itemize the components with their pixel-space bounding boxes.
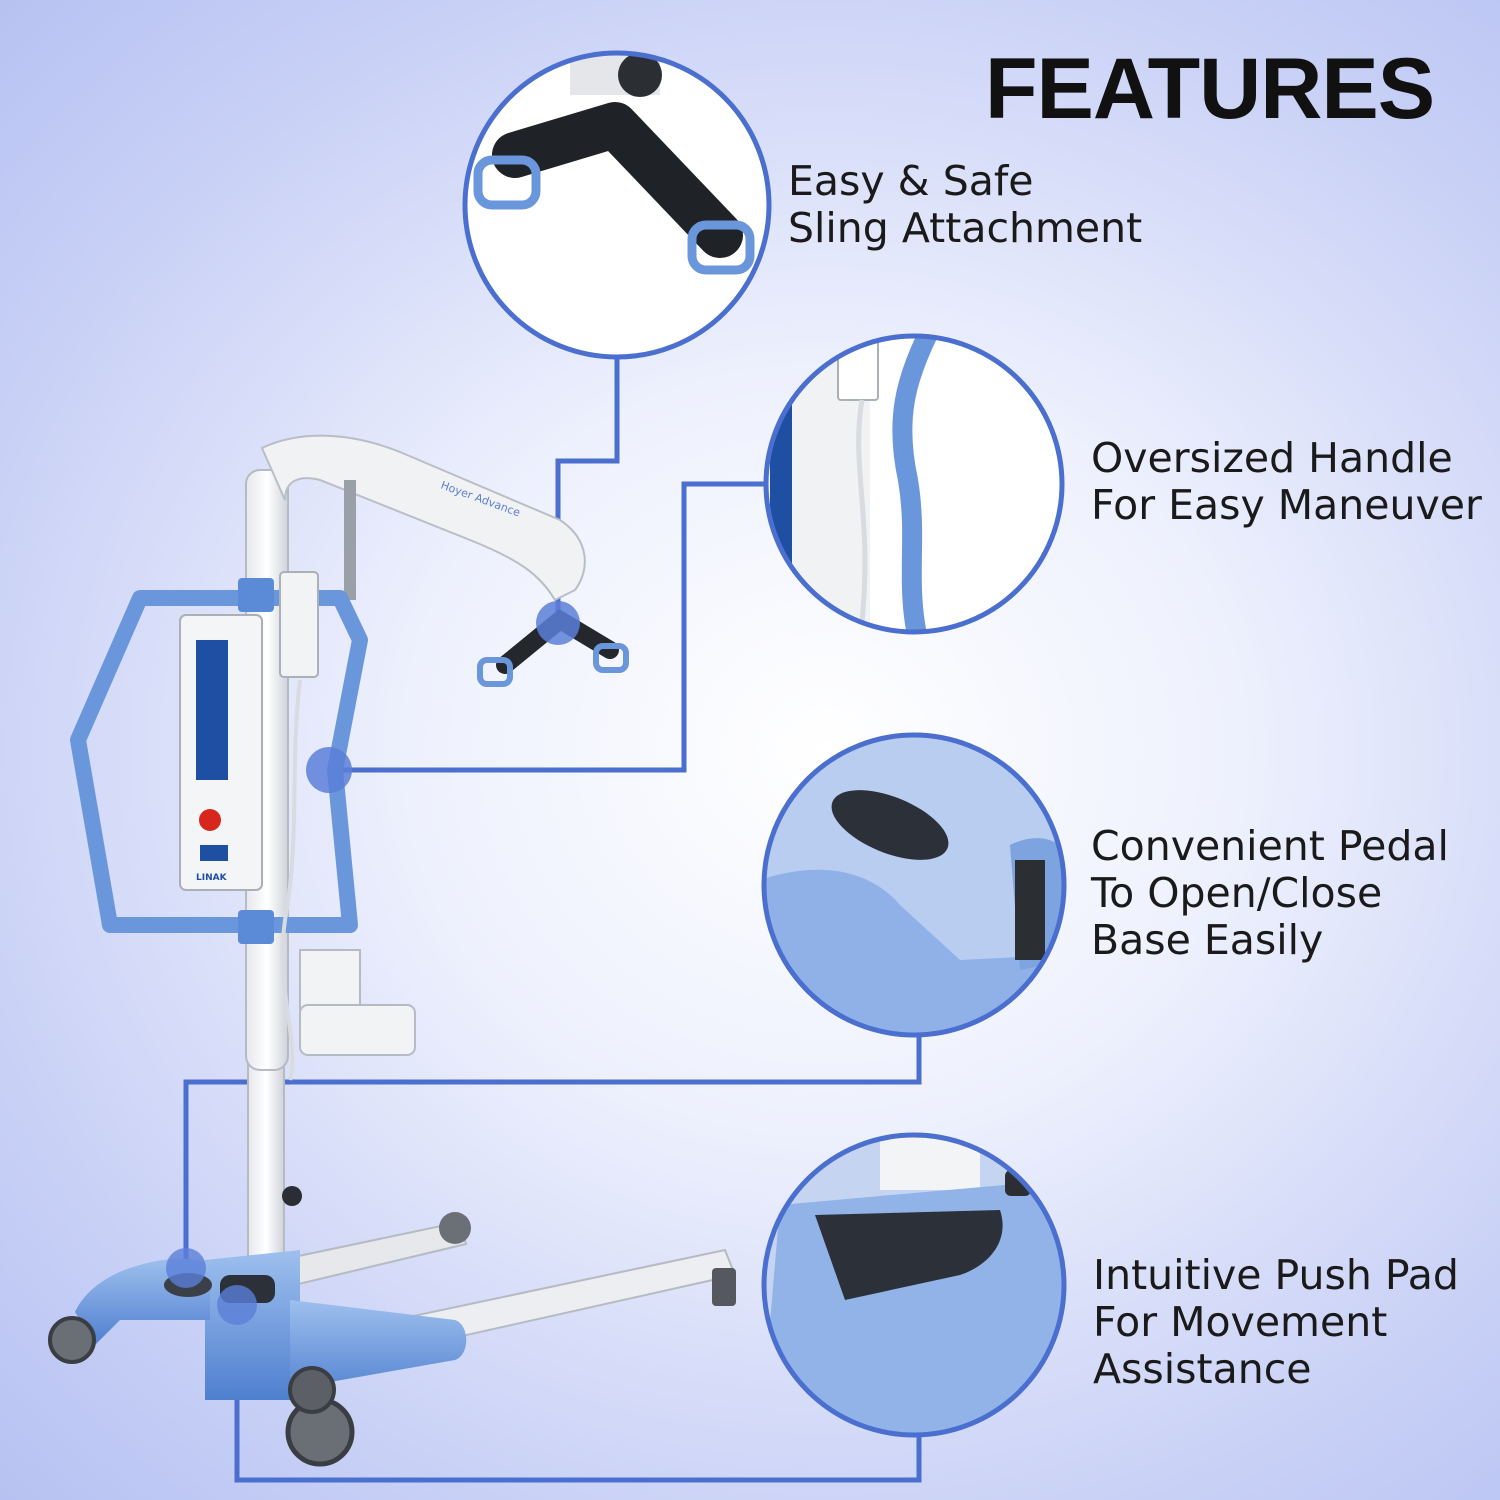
- connector-handle: [340, 481, 766, 773]
- lift-boom: [260, 434, 586, 602]
- hotspot-sling: [536, 601, 580, 645]
- connector-pedal: [183, 1035, 922, 1265]
- feature-line: For Easy Maneuver: [1091, 481, 1482, 529]
- caster-back-right: [439, 1212, 471, 1244]
- feature-push-pad: Intuitive Push Pad For Movement Assistan…: [1093, 1252, 1459, 1393]
- caster-rear-right: [288, 1366, 336, 1414]
- lift-handle-frame-right: [245, 590, 368, 933]
- caster-front-right: [712, 1268, 736, 1306]
- feature-line: Base Easily: [1091, 916, 1324, 964]
- handle-clamp-bottom: [238, 910, 274, 944]
- lift-base-arm-right: [290, 1300, 467, 1400]
- feature-line: To Open/Close: [1091, 869, 1383, 917]
- feature-line: Easy & Safe: [788, 157, 1034, 205]
- hotspot-handle: [306, 747, 352, 793]
- mast-knob: [282, 1186, 302, 1206]
- hotspot-pushpad: [217, 1285, 257, 1325]
- hotspot-pedal: [166, 1248, 206, 1288]
- feature-sling-attachment: Easy & Safe Sling Attachment: [788, 158, 1142, 252]
- feature-oversized-handle: Oversized Handle For Easy Maneuver: [1091, 435, 1482, 529]
- control-box-display: [200, 845, 228, 861]
- feature-line: Intuitive Push Pad: [1093, 1251, 1459, 1299]
- control-box-brand: LINAK: [196, 873, 228, 883]
- feature-line: Convenient Pedal: [1091, 822, 1449, 870]
- lift-actuator-rod: [344, 480, 356, 600]
- detail-circle-pedal: [761, 732, 1067, 1038]
- spreader-hook-left: [477, 657, 513, 687]
- detail-circle-pushpad: [761, 1132, 1067, 1438]
- lift-handle-frame: [70, 590, 245, 933]
- emergency-stop-button: [199, 809, 221, 831]
- lift-mast-lower: [247, 1059, 285, 1291]
- handle-clamp-top: [238, 578, 274, 612]
- patient-lift-illustration: Hoyer Advance LINAK: [48, 434, 737, 1467]
- hand-control-cable: [280, 679, 302, 1081]
- hand-control: [279, 571, 319, 678]
- feature-line: Sling Attachment: [788, 204, 1143, 252]
- spreader-hook-right: [593, 643, 629, 673]
- caster-front-left: [48, 1316, 96, 1364]
- lift-base-body: [205, 1250, 300, 1400]
- feature-line: For Movement: [1093, 1298, 1388, 1346]
- control-box-panel: [196, 640, 228, 780]
- lift-actuator-cap: [299, 1004, 416, 1056]
- page-heading: FEATURES: [985, 41, 1435, 137]
- detail-circle-sling: [462, 50, 772, 360]
- feature-convenient-pedal: Convenient Pedal To Open/Close Base Easi…: [1091, 823, 1449, 964]
- detail-circle-handle: [763, 333, 1065, 635]
- feature-line: Assistance: [1093, 1345, 1312, 1393]
- feature-line: Oversized Handle: [1091, 434, 1453, 482]
